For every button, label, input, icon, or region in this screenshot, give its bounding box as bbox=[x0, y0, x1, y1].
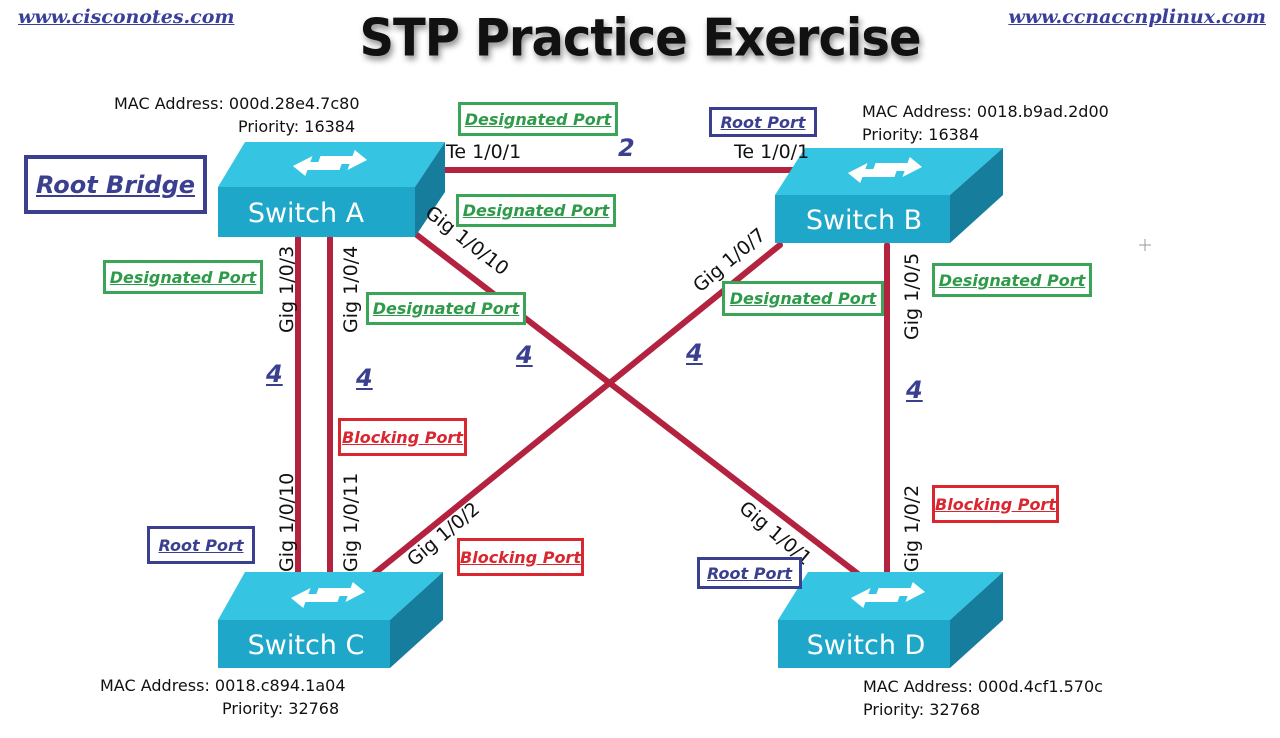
b-gig7-role: Designated Port bbox=[722, 281, 884, 316]
a-te-role: Designated Port bbox=[458, 102, 618, 136]
switch-a-icon bbox=[218, 142, 445, 237]
switch-a-priority: Priority: 16384 bbox=[238, 117, 356, 136]
switch-b-name: Switch B bbox=[806, 205, 922, 236]
page-title: STP Practice Exercise bbox=[359, 7, 921, 69]
cost-b-c: 4 bbox=[686, 339, 703, 367]
b-te-role: Root Port bbox=[709, 107, 817, 137]
port-c-gig10: Gig 1/0/10 bbox=[276, 473, 298, 572]
switch-c-priority: Priority: 32768 bbox=[222, 699, 340, 718]
a-gig10-role: Designated Port bbox=[456, 194, 616, 227]
a-gig3-role: Designated Port bbox=[103, 260, 263, 294]
ccnaccnplinux-link[interactable]: www.ccnaccnplinux.com bbox=[1008, 6, 1266, 28]
switch-a-name: Switch A bbox=[248, 198, 365, 229]
cost-a-d: 4 bbox=[516, 341, 533, 369]
c-gig10-role: Root Port bbox=[147, 526, 255, 564]
port-a-te: Te 1/0/1 bbox=[445, 141, 521, 163]
cisconotes-link[interactable]: www.cisconotes.com bbox=[18, 6, 235, 28]
c-gig2-role: Blocking Port bbox=[457, 538, 584, 576]
port-a-gig4: Gig 1/0/4 bbox=[340, 246, 362, 333]
switch-c-name: Switch C bbox=[248, 630, 365, 661]
switch-d-icon bbox=[778, 572, 1003, 668]
cost-b-d: 4 bbox=[906, 376, 923, 404]
switch-b-mac: MAC Address: 0018.b9ad.2d00 bbox=[862, 102, 1109, 121]
switch-a-mac: MAC Address: 000d.28e4.7c80 bbox=[114, 94, 360, 113]
cost-a-c-2: 4 bbox=[356, 364, 373, 392]
crosshair-icon bbox=[1139, 239, 1151, 251]
switch-c-icon bbox=[218, 572, 443, 668]
root-bridge-label: Root Bridge bbox=[24, 155, 207, 214]
port-c-gig11: Gig 1/0/11 bbox=[340, 473, 362, 572]
port-b-te: Te 1/0/1 bbox=[733, 141, 809, 163]
b-gig5-role: Designated Port bbox=[932, 263, 1092, 297]
switch-b-icon bbox=[775, 148, 1003, 243]
port-a-gig3: Gig 1/0/3 bbox=[276, 246, 298, 333]
link-b-c bbox=[367, 242, 783, 580]
port-d-gig2: Gig 1/0/2 bbox=[901, 485, 923, 572]
links bbox=[295, 167, 890, 580]
switch-c-mac: MAC Address: 0018.c894.1a04 bbox=[100, 676, 346, 695]
link-a-d bbox=[397, 219, 865, 580]
switch-d-name: Switch D bbox=[807, 630, 926, 661]
cost-a-b: 2 bbox=[618, 134, 635, 162]
cost-a-c-1: 4 bbox=[266, 360, 283, 388]
switch-d-priority: Priority: 32768 bbox=[863, 700, 981, 719]
d-gig2-role: Blocking Port bbox=[932, 485, 1059, 523]
switch-d-mac: MAC Address: 000d.4cf1.570c bbox=[863, 677, 1103, 696]
a-gig4-role: Designated Port bbox=[366, 292, 526, 325]
switch-b-priority: Priority: 16384 bbox=[862, 125, 980, 144]
d-gig1-role: Root Port bbox=[697, 557, 802, 589]
c-gig11-role: Blocking Port bbox=[338, 418, 467, 456]
port-b-gig5: Gig 1/0/5 bbox=[901, 253, 923, 340]
